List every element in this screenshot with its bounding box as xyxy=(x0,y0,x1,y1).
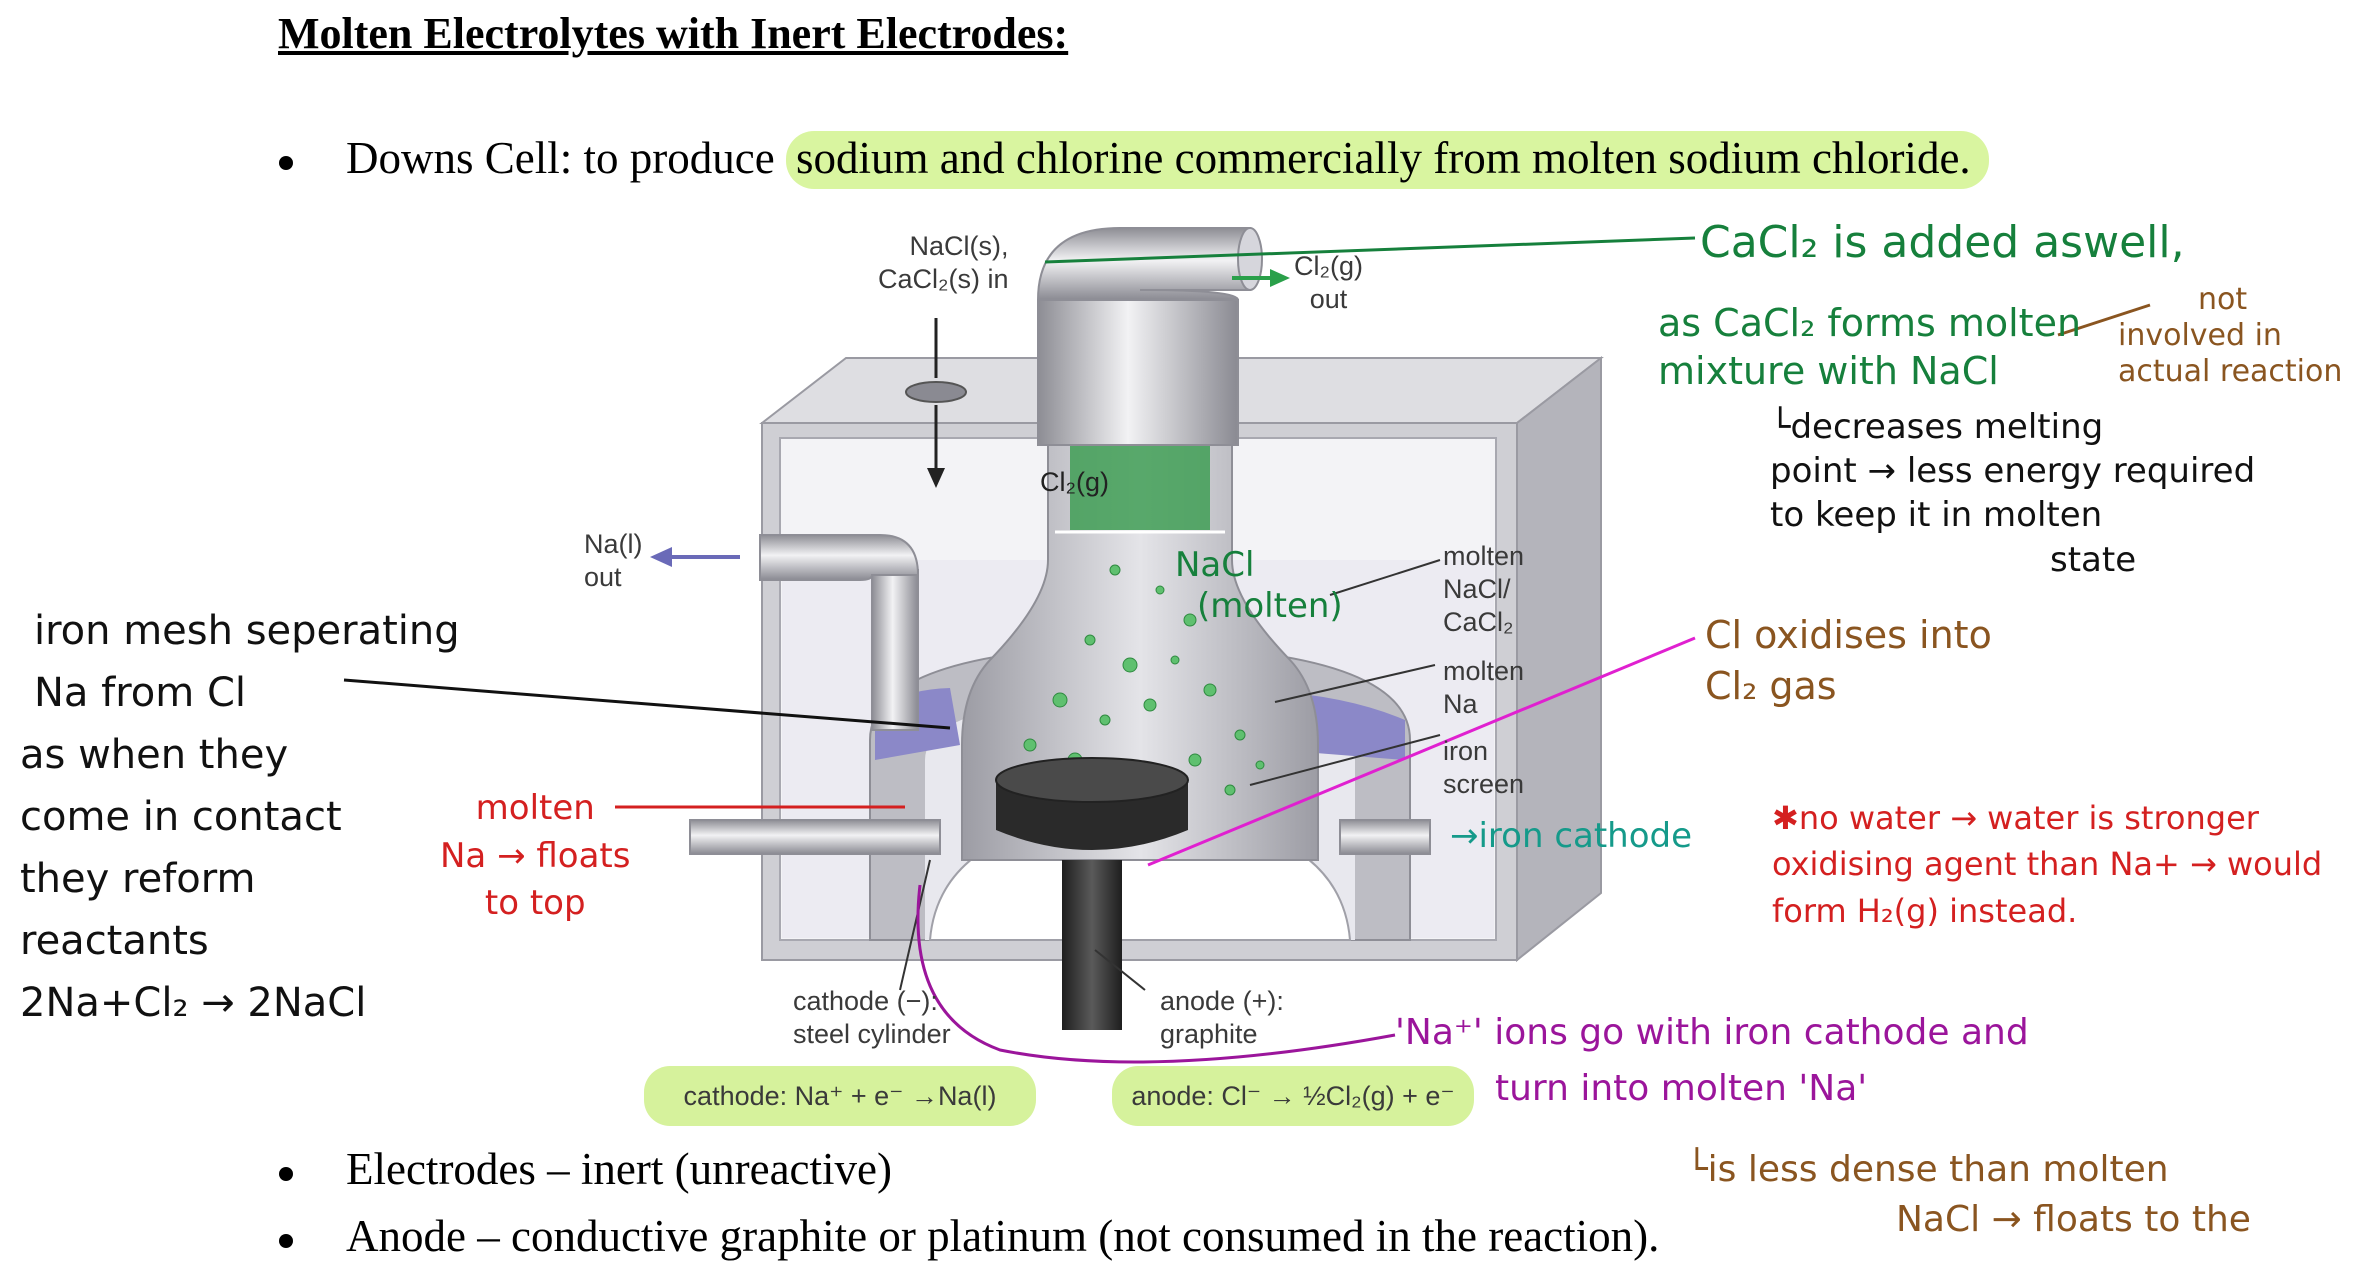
bullet-dot xyxy=(279,1234,293,1248)
label-molten-na-line1: molten xyxy=(1443,656,1525,686)
label-anode-line2: graphite xyxy=(1160,1018,1258,1049)
note-cacl2-added: CaCl₂ is added aswell, xyxy=(1700,217,2185,268)
chlorine-bell xyxy=(961,439,1319,861)
label-cl2-out-line2: out xyxy=(1309,283,1348,314)
note-nacl-molten-line2: (molten) xyxy=(1197,585,1343,626)
label-iron-screen: iron screen xyxy=(1443,735,1524,801)
label-molten-na-line2: Na xyxy=(1443,688,1478,719)
note-na-ions-line1: 'Na⁺' ions go with iron cathode and xyxy=(1395,1012,2029,1053)
cathode-rod-left xyxy=(689,819,941,855)
label-cathode: cathode (−): steel cylinder xyxy=(793,985,951,1051)
label-iron-screen-line1: iron xyxy=(1443,736,1489,766)
note-na-ions-line2: turn into molten 'Na' xyxy=(1495,1067,1868,1109)
label-molten-nacl-line3: CaCl₂ xyxy=(1443,606,1514,637)
note-iron-mesh-line6: reactants xyxy=(20,918,209,964)
feed-arrow xyxy=(927,468,945,488)
note-decreases-line3: to keep it in molten xyxy=(1770,495,2103,536)
note-no-water: ✱no water → water is stronger oxidising … xyxy=(1772,795,2322,934)
chlorine-gas-band xyxy=(1070,430,1210,530)
note-no-water-line2: oxidising agent than Na+ → would xyxy=(1772,845,2323,884)
na-out-pipe-vertical xyxy=(871,569,919,731)
page-title: Molten Electrolytes with Inert Electrode… xyxy=(278,9,1069,58)
note-not-involved-line1: not xyxy=(2198,282,2248,317)
note-cl-oxidises-line2: Cl₂ gas xyxy=(1705,664,1837,709)
note-decreases-line2: point → less energy required xyxy=(1770,451,2256,492)
note-cacl2-line3: mixture with NaCl xyxy=(1658,348,1999,393)
cathode-equation: cathode: Na⁺ + e⁻ →Na(l) xyxy=(644,1066,1036,1126)
note-iron-mesh: iron mesh seperating Na from Cl as when … xyxy=(20,600,460,1034)
note-nacl-molten: NaCl (molten) xyxy=(1175,545,1343,627)
note-decreases-line1: └decreases melting xyxy=(1770,407,2104,447)
note-iron-mesh-line4: come in contact xyxy=(20,794,342,840)
bullet-electrodes: Electrodes – inert (unreactive) xyxy=(346,1144,892,1194)
bullet-anode: Anode – conductive graphite or platinum … xyxy=(346,1211,1660,1261)
iron-mesh-pointer xyxy=(343,678,951,730)
note-cacl2-molten: as CaCl₂ forms molten mixture with NaCl xyxy=(1658,300,2081,395)
note-decreases-melting: └decreases melting point → less energy r… xyxy=(1770,405,2255,582)
cl-oxidises-pointer xyxy=(1147,636,1696,867)
label-anode-line1: anode (+): xyxy=(1160,986,1284,1016)
label-iron-screen-line2: screen xyxy=(1443,768,1525,799)
note-iron-mesh-equation: 2Na+Cl₂ → 2NaCl xyxy=(20,980,367,1026)
note-no-water-line1: ✱no water → water is stronger xyxy=(1772,799,2259,837)
bullet-dot xyxy=(279,1167,293,1181)
label-nacl-in-line2: CaCl₂(s) in xyxy=(878,263,1009,294)
cl2-out-arrow xyxy=(1270,269,1290,287)
note-not-involved: not involved in actual reaction xyxy=(2118,282,2342,390)
note-iron-mesh-line5: they reform xyxy=(20,856,256,902)
bullet-downs-prefix: Downs Cell: to produce xyxy=(346,133,775,183)
feed-inlet xyxy=(905,381,967,403)
label-na-out: Na(l) out xyxy=(584,528,643,594)
note-less-dense-line1: └is less dense than molten xyxy=(1686,1149,2169,1190)
bullet-dot xyxy=(279,156,293,170)
anode-rod xyxy=(1062,860,1122,1030)
na-out-pipe-horizontal xyxy=(759,534,920,581)
note-iron-mesh-line3: as when they xyxy=(20,732,289,778)
note-no-water-line3: form H₂(g) instead. xyxy=(1772,891,2078,930)
label-anode: anode (+): graphite xyxy=(1160,985,1284,1051)
label-cl2-out: Cl₂(g) out xyxy=(1294,250,1363,316)
cell-box-side xyxy=(1516,355,1602,963)
note-iron-cathode: →iron cathode xyxy=(1450,816,1693,856)
note-cl-oxidises: Cl oxidises into Cl₂ gas xyxy=(1705,610,1992,713)
label-molten-nacl: molten NaCl/ CaCl₂ xyxy=(1443,540,1524,639)
note-iron-mesh-line2: Na from Cl xyxy=(34,670,246,716)
label-nacl-in: NaCl(s), CaCl₂(s) in xyxy=(878,230,1009,296)
note-molten-na-line1: molten xyxy=(475,788,595,828)
note-less-dense-line2: NaCl → floats to the xyxy=(1896,1199,2251,1241)
cl2-pipe-elbow xyxy=(1036,227,1251,301)
note-cl-oxidises-line1: Cl oxidises into xyxy=(1705,613,1992,657)
cacl2-pointer xyxy=(1044,236,1696,264)
na-ions-pointer xyxy=(916,884,1396,1064)
label-cl2-inner: Cl₂(g) xyxy=(1040,467,1109,497)
label-na-out-line2: out xyxy=(584,561,622,592)
note-not-involved-line3: actual reaction xyxy=(2118,354,2343,389)
na-out-arrow xyxy=(650,547,672,567)
label-molten-nacl-line2: NaCl/ xyxy=(1443,573,1511,604)
label-na-out-line1: Na(l) xyxy=(584,529,643,559)
highlighted-text: sodium and chlorine commercially from mo… xyxy=(785,131,1989,189)
note-less-dense: └is less dense than molten NaCl → floats… xyxy=(1686,1145,2251,1246)
note-na-ions: 'Na⁺' ions go with iron cathode and turn… xyxy=(1395,1005,2029,1117)
cl2-pipe-vertical xyxy=(1037,299,1239,446)
label-cl2-out-line1: Cl₂(g) xyxy=(1294,251,1363,281)
label-molten-nacl-line1: molten xyxy=(1443,541,1525,571)
note-cacl2-line2: as CaCl₂ forms molten xyxy=(1658,301,2082,345)
label-cathode-line1: cathode (−): xyxy=(793,986,938,1016)
note-molten-na-line3: to top xyxy=(484,883,586,924)
label-nacl-in-line1: NaCl(s), xyxy=(909,231,1009,261)
note-iron-mesh-line1: iron mesh seperating xyxy=(34,608,460,654)
bullet-downs-cell: Downs Cell: to produce sodium and chlori… xyxy=(346,131,1989,189)
cathode-rod-right xyxy=(1339,819,1431,855)
label-cathode-line2: steel cylinder xyxy=(793,1018,951,1049)
anode-equation: anode: Cl⁻ → ½Cl₂(g) + e⁻ xyxy=(1112,1066,1474,1126)
note-nacl-molten-line1: NaCl xyxy=(1175,545,1255,585)
note-molten-na-floats: molten Na → floats to top xyxy=(440,785,630,928)
note-not-involved-line2: involved in xyxy=(2118,318,2282,353)
note-decreases-line4: state xyxy=(2050,539,2137,580)
label-molten-na: molten Na xyxy=(1443,655,1524,721)
note-molten-na-line2: Na → floats xyxy=(440,835,631,876)
